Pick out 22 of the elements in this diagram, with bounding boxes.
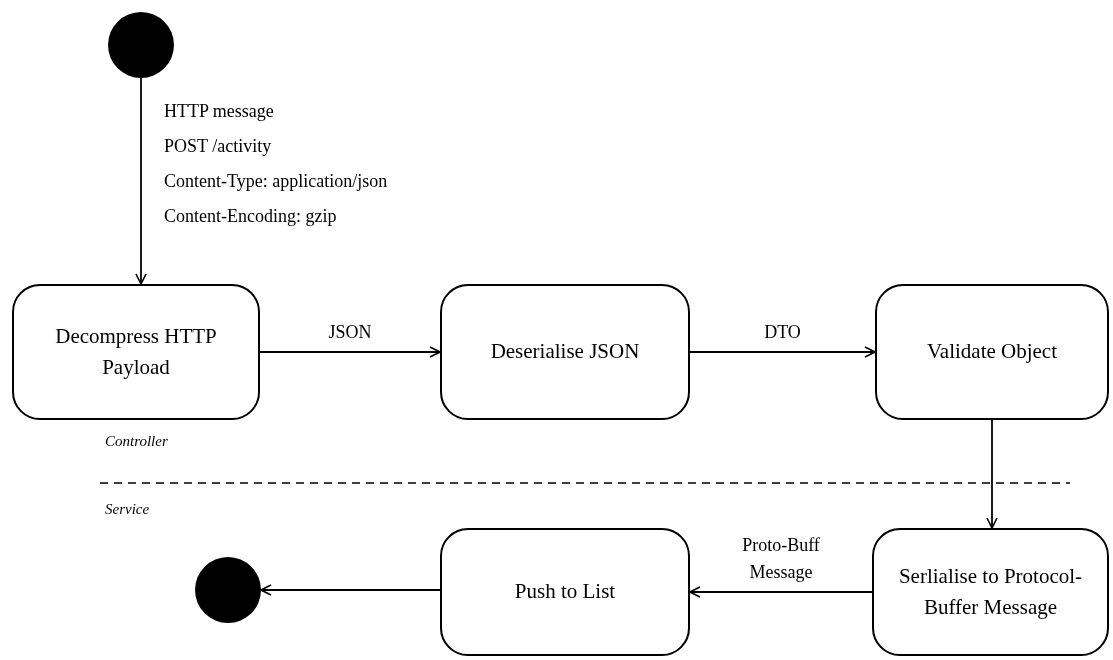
zone-label: Service	[105, 502, 150, 517]
message-note: Content-Type: application/json	[164, 172, 388, 190]
state-box	[872, 528, 1109, 656]
arrow	[689, 346, 876, 358]
message-note: POST /activity	[164, 137, 272, 155]
state-box	[440, 284, 690, 420]
zone-label: Controller	[105, 434, 168, 449]
state-label: Decompress HTTP Payload	[54, 322, 218, 381]
state-label: Deserialise JSON	[490, 338, 640, 366]
arrow	[689, 586, 873, 598]
state-label: Validate Object	[927, 338, 1057, 366]
arrow	[259, 346, 441, 358]
state-box	[440, 528, 690, 656]
arrow	[260, 584, 441, 596]
arrow	[135, 77, 147, 285]
state-label: Serlialise to Protocol-Buffer Message	[897, 562, 1084, 621]
message-note: Content-Encoding: gzip	[164, 207, 337, 225]
state-box	[875, 284, 1109, 420]
state-label: Push to List	[514, 578, 616, 606]
message-note: HTTP message	[164, 102, 274, 120]
arrow	[986, 419, 998, 529]
state-box	[12, 284, 260, 420]
